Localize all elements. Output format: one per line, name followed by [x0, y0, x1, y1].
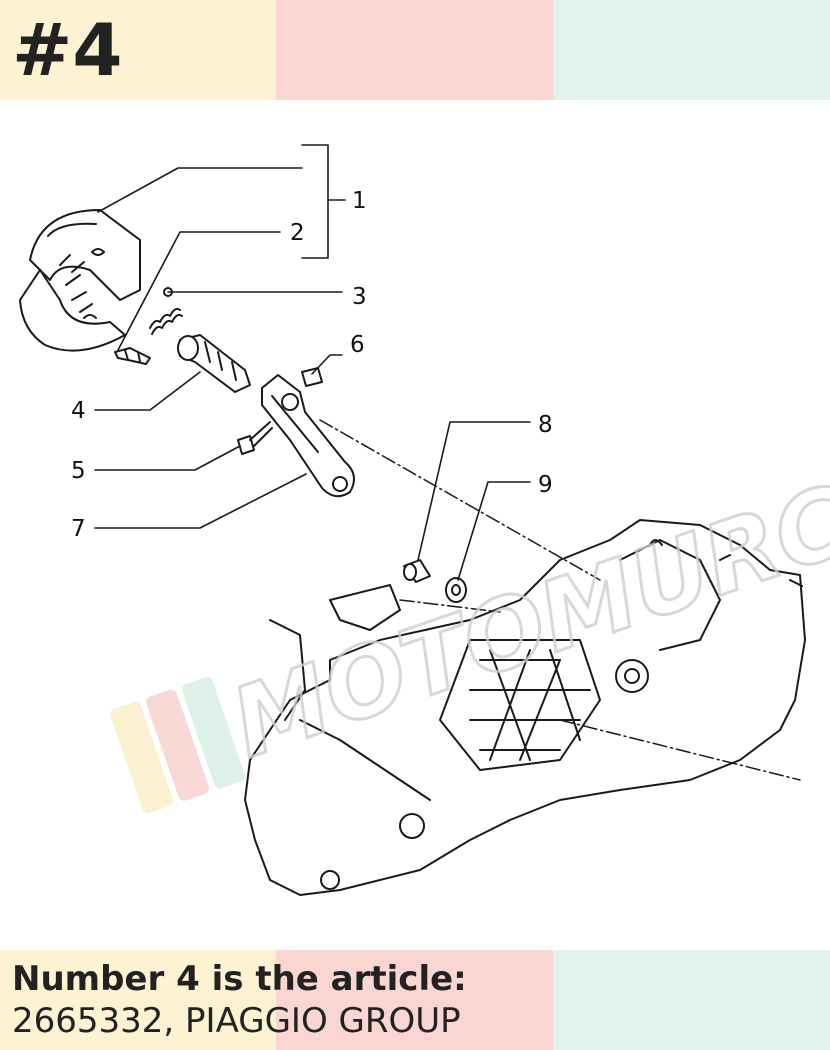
band-mint — [553, 0, 830, 100]
crankcase-housing — [244, 519, 806, 896]
band-cream — [0, 0, 276, 100]
leader-lines — [94, 144, 531, 581]
callout-4: 4 — [71, 398, 86, 424]
band-mint — [553, 950, 830, 1050]
callout-6: 6 — [350, 332, 365, 358]
crankcase-bolt — [403, 559, 431, 583]
top-color-band — [0, 0, 830, 100]
part-number-badge: #4 — [12, 8, 123, 92]
callout-5: 5 — [71, 458, 86, 484]
callout-2: 2 — [290, 220, 305, 246]
band-pink — [276, 0, 553, 100]
alignment-lines — [319, 419, 801, 781]
bottom-color-band — [0, 950, 830, 1050]
caption-heading: Number 4 is the article: — [12, 959, 467, 999]
callout-3: 3 — [352, 284, 367, 310]
callout-1: 1 — [352, 188, 367, 214]
callout-9: 9 — [538, 472, 553, 498]
band-cream — [0, 950, 276, 1050]
brake-shoe-assembly — [19, 209, 141, 352]
callout-8: 8 — [538, 412, 553, 438]
lever-bolt — [237, 421, 273, 455]
exploded-parts-diagram: MOTOMURCIA 1 2 3 4 5 6 7 8 9 — [19, 144, 830, 896]
washer — [445, 577, 467, 603]
lever-pin — [301, 367, 323, 387]
callout-7: 7 — [71, 516, 86, 542]
brake-cam-shaft — [177, 334, 251, 393]
coil-spring — [149, 287, 183, 335]
article-caption: Number 4 is the article: 2665332, PIAGGI… — [12, 958, 467, 1042]
brake-lever — [261, 374, 355, 498]
caption-article-number: 2665332, PIAGGIO GROUP — [12, 1001, 461, 1041]
band-pink — [276, 950, 553, 1050]
brake-spring-clip — [114, 347, 151, 365]
